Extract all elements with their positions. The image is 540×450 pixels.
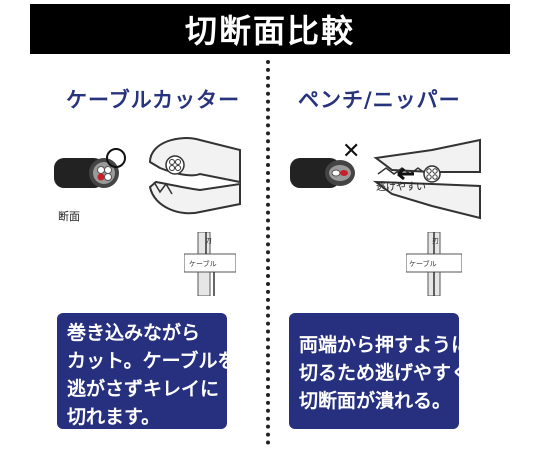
blade-label-right-top: 刃 [432, 237, 439, 245]
title-banner: 切断面比較 [30, 4, 510, 54]
section-label: 断面 [58, 210, 80, 223]
pliers-note: 両端から押すように 切るため逃げやすく 切断面が潰れる。 [289, 313, 471, 429]
pliers-nipper-title: ペンチ/ニッパー [298, 88, 461, 112]
cable-cross-section-bad [290, 158, 355, 188]
cable-label-left: ケーブル [189, 260, 217, 268]
dotted-divider [266, 60, 270, 445]
cut-diagram-bad [406, 232, 462, 296]
blade-label-left-top: 刃 [205, 237, 212, 245]
cable-label-right: ケーブル [409, 260, 437, 268]
cable-cutter-jaw-icon [148, 137, 241, 215]
pliers-jaw-icon [372, 138, 481, 220]
note-line: カット。ケーブルを [67, 350, 237, 372]
note-line: 切断面が潰れる。 [299, 390, 452, 412]
cable-cutter-title: ケーブルカッター [66, 88, 241, 112]
banner-title: 切断面比較 [184, 12, 355, 50]
circle-mark-icon [106, 148, 126, 168]
note-line: 巻き込みながら [67, 322, 201, 344]
note-line: 切れます。 [67, 406, 161, 428]
cut-diagram-good [184, 232, 236, 296]
note-line: 両端から押すように [299, 334, 471, 356]
note-line: 切るため逃げやすく [299, 362, 471, 384]
note-line: 逃がさずキレイに [67, 378, 220, 400]
cable-cutter-note: 巻き込みながら カット。ケーブルを 逃がさずキレイに 切れます。 [57, 313, 237, 429]
cable-cross-section-good [54, 158, 119, 188]
escape-label: 逃げやすい [376, 182, 426, 193]
cross-mark-icon: ✕ [342, 139, 361, 164]
